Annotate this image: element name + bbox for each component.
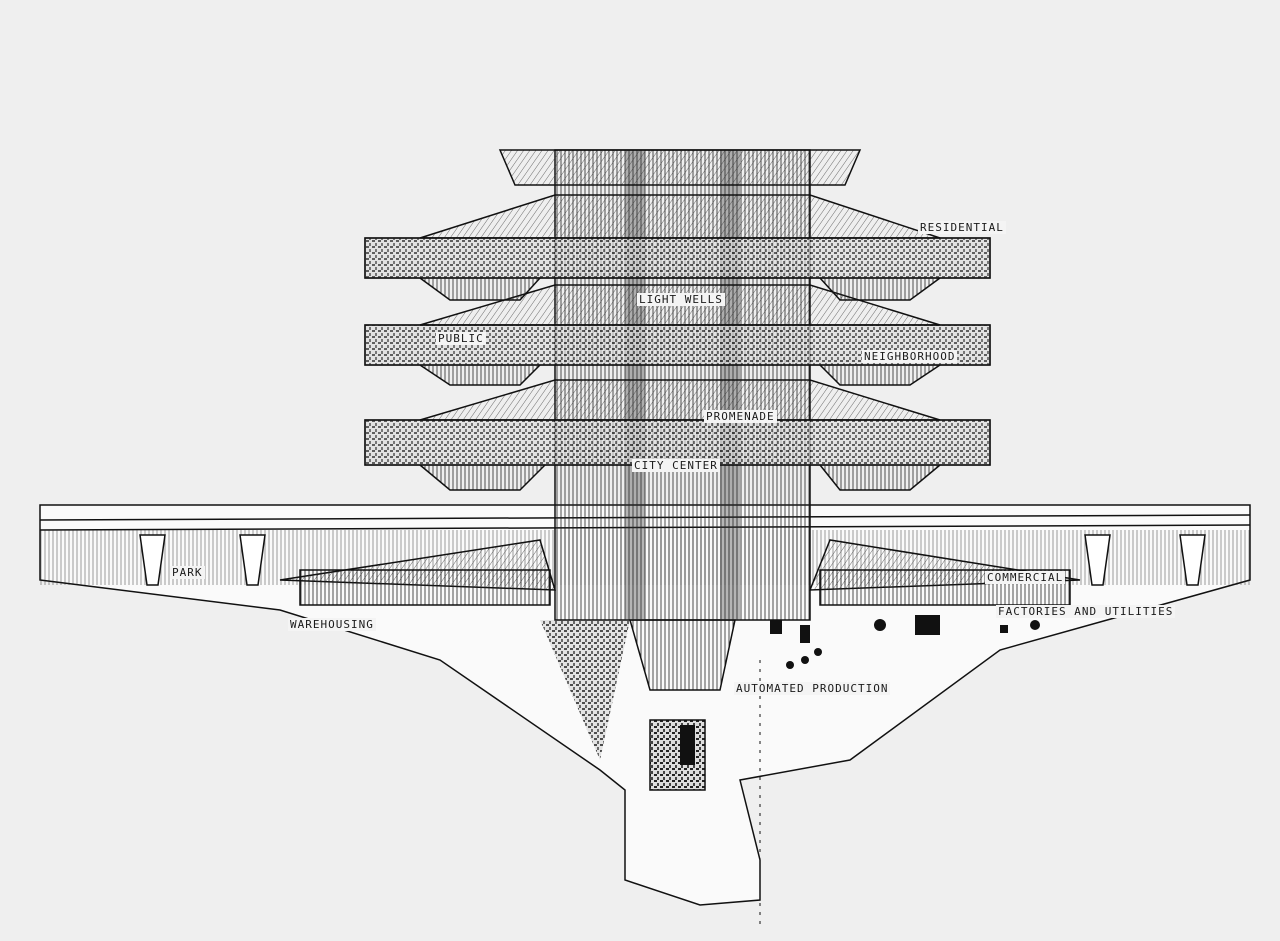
label-automated-production: AUTOMATED PRODUCTION	[734, 682, 891, 695]
label-public: PUBLIC	[436, 332, 486, 345]
label-commercial: COMMERCIAL	[985, 571, 1066, 584]
label-factories-and-utilities: FACTORIES AND UTILITIES	[996, 605, 1176, 618]
label-warehousing: WAREHOUSING	[288, 618, 376, 631]
label-promenade: PROMENADE	[704, 410, 777, 423]
label-city-center: CITY CENTER	[632, 459, 720, 472]
label-park: PARK	[170, 566, 205, 579]
label-light-wells: LIGHT WELLS	[637, 293, 725, 306]
label-neighborhood: NEIGHBORHOOD	[862, 350, 958, 363]
label-residential: RESIDENTIAL	[918, 221, 1006, 234]
